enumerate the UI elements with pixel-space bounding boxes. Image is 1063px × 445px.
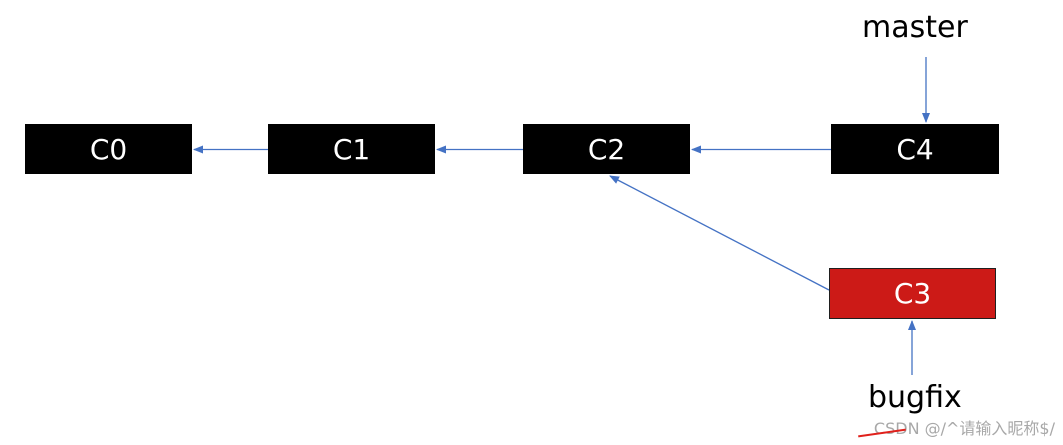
- branch-label-master: master: [862, 10, 968, 45]
- commit-node-c0: C0: [25, 124, 192, 174]
- commit-label: C1: [332, 132, 371, 166]
- commit-label: C4: [896, 132, 934, 166]
- commit-node-c4: C4: [831, 124, 999, 174]
- edge-c3-to-c2: [609, 175, 830, 291]
- commit-node-c2: C2: [523, 124, 690, 174]
- commit-label: C3: [893, 277, 932, 310]
- watermark: CSDN @/^请输入昵称$/: [873, 419, 1055, 438]
- branch-label-bugfix: bugfix: [868, 380, 962, 415]
- commit-node-c3: C3: [829, 268, 996, 319]
- commit-node-c1: C1: [268, 124, 435, 174]
- commit-label: C0: [89, 132, 128, 166]
- commit-label: C2: [587, 132, 626, 166]
